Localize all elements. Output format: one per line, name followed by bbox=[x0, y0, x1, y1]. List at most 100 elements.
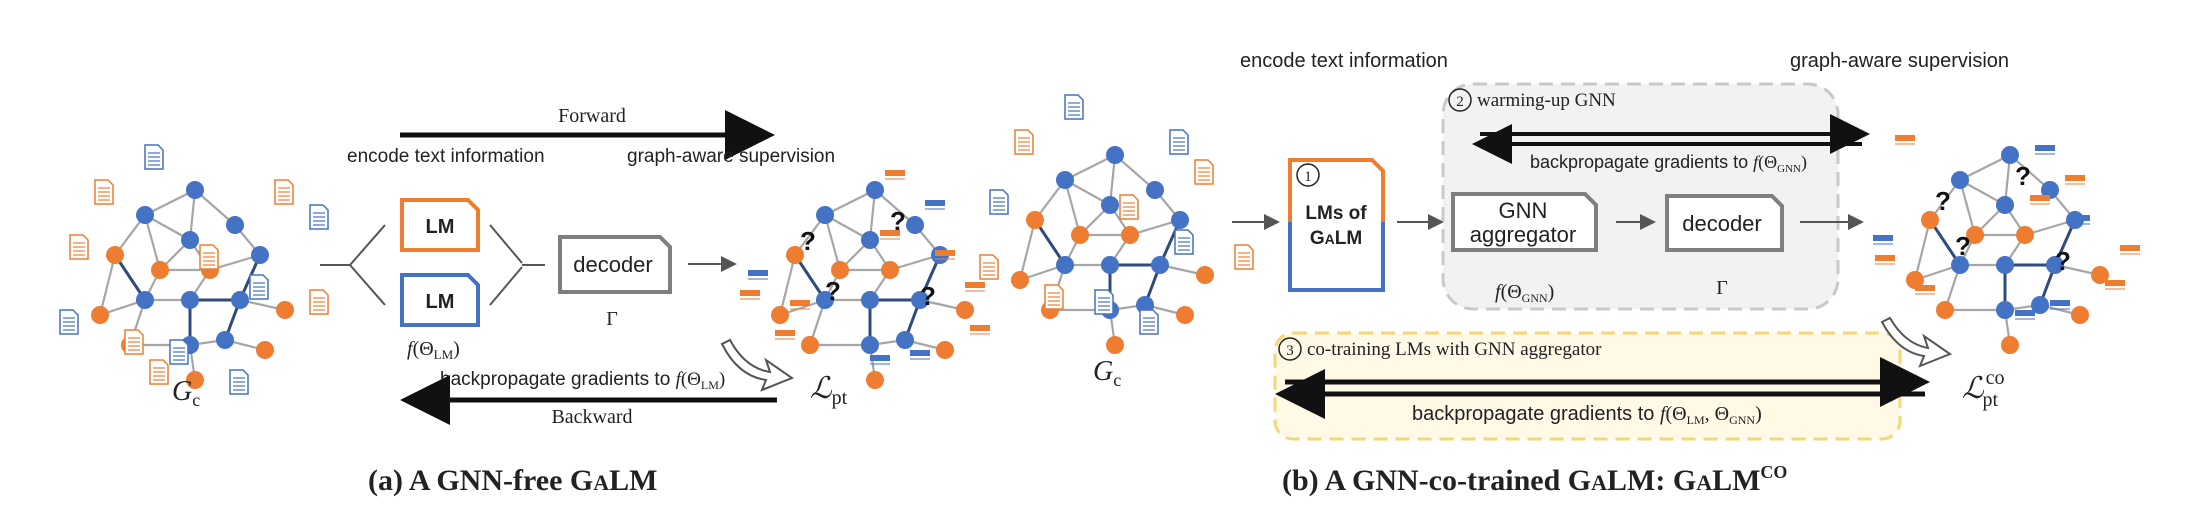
encode-label-a: encode text information bbox=[347, 146, 545, 167]
input-graph-b bbox=[979, 94, 1254, 354]
graph-node bbox=[1196, 266, 1214, 284]
graph-edge bbox=[824, 189, 876, 216]
graph-node bbox=[1151, 256, 1169, 274]
label-tag-icon bbox=[880, 230, 900, 240]
graph-node bbox=[231, 291, 249, 309]
label-tag-icon bbox=[935, 250, 955, 260]
label-tag-icon bbox=[775, 330, 795, 340]
graph-node bbox=[186, 181, 204, 199]
graph-node bbox=[936, 341, 954, 359]
document-icon bbox=[229, 369, 249, 395]
document-icon bbox=[979, 254, 999, 280]
graph-node bbox=[1071, 226, 1089, 244]
graph-node bbox=[911, 291, 929, 309]
backprop-gnn-label: backpropagate gradients to f(ΘGNN) bbox=[1530, 152, 1807, 175]
graph-node bbox=[866, 181, 884, 199]
graph-node bbox=[881, 261, 899, 279]
document-icon bbox=[1139, 309, 1159, 335]
graph-node bbox=[1176, 306, 1194, 324]
document-icon bbox=[1064, 94, 1084, 120]
label-tag-icon bbox=[2120, 245, 2140, 255]
step2-num: 2 bbox=[1456, 94, 1464, 110]
decoder-box-b: decoder bbox=[1665, 194, 1784, 252]
step2-badge bbox=[1448, 88, 1472, 112]
label-tag-icon bbox=[2105, 280, 2125, 290]
backward-label: Backward bbox=[551, 406, 632, 428]
graph-label-b: Gc bbox=[1093, 356, 1121, 390]
merge-arrow-a bbox=[489, 224, 545, 306]
label-tag-icon bbox=[2035, 145, 2055, 155]
label-tag-icon bbox=[790, 300, 810, 310]
graph-node bbox=[1936, 301, 1954, 319]
graph-node bbox=[251, 246, 269, 264]
graph-node bbox=[2091, 266, 2109, 284]
graph-node bbox=[2001, 146, 2019, 164]
unknown-label-mark: ? bbox=[890, 206, 906, 236]
gnn-aggregator-box: GNN aggregator bbox=[1451, 192, 1598, 252]
decoder-box-a: decoder bbox=[558, 235, 672, 294]
graph-node bbox=[831, 261, 849, 279]
supervision-label-b: graph-aware supervision bbox=[1790, 50, 2009, 72]
graph-node bbox=[1101, 256, 1119, 274]
graph-node bbox=[1106, 146, 1124, 164]
graph-node bbox=[1146, 181, 1164, 199]
input-graph-a bbox=[59, 144, 329, 395]
graph-node bbox=[151, 261, 169, 279]
label-tag-icon bbox=[748, 270, 768, 280]
step3-num: 3 bbox=[1286, 343, 1294, 359]
graph-edge bbox=[778, 254, 797, 316]
document-icon bbox=[309, 204, 329, 230]
backprop-all-label: backpropagate gradients to f(ΘLM, ΘGNN) bbox=[1412, 403, 1762, 427]
graph-node bbox=[186, 371, 204, 389]
label-tag-icon bbox=[1875, 255, 1895, 265]
graph-edge bbox=[1018, 219, 1037, 281]
label-tag-icon bbox=[1873, 235, 1893, 245]
caption-b: (b) A GNN-co-trained GALM: GALMCO bbox=[1282, 462, 1787, 497]
unknown-label-mark: ? bbox=[800, 226, 816, 256]
graph-node bbox=[2001, 336, 2019, 354]
step3-badge bbox=[1278, 337, 1302, 361]
gnn-label-line1: GNN bbox=[1499, 198, 1548, 223]
graph-edge bbox=[1928, 219, 1962, 266]
graph-node bbox=[2046, 256, 2064, 274]
lm-label-2: LM bbox=[426, 291, 455, 313]
graph-node bbox=[786, 246, 804, 264]
step2-label: warming-up GNN bbox=[1477, 90, 1616, 111]
f-lm-label: f(ΘLM) bbox=[407, 338, 460, 362]
split-arrow-a bbox=[320, 224, 386, 306]
graph-node bbox=[1951, 256, 1969, 274]
label-tag-icon bbox=[870, 355, 890, 365]
graph-node bbox=[896, 331, 914, 349]
graph-node bbox=[816, 291, 834, 309]
unknown-label-mark: ? bbox=[1955, 231, 1971, 261]
backprop-label-a: backpropagate gradients to f(ΘLM) bbox=[440, 369, 725, 392]
document-icon bbox=[69, 234, 89, 260]
document-icon bbox=[1234, 244, 1254, 270]
label-tag-icon bbox=[925, 200, 945, 210]
graph-node bbox=[256, 341, 274, 359]
graph-node bbox=[1996, 301, 2014, 319]
graph-node bbox=[1011, 271, 1029, 289]
label-tag-icon bbox=[2015, 310, 2035, 320]
document-icon bbox=[1119, 194, 1139, 220]
graph-node bbox=[1171, 211, 1189, 229]
loss-arrow-a bbox=[720, 338, 795, 392]
document-icon bbox=[199, 244, 219, 270]
graph-node bbox=[136, 206, 154, 224]
document-icon bbox=[149, 359, 169, 385]
document-icon bbox=[144, 144, 164, 170]
panel-a: Gc LM LM f(ΘLM) decoder bbox=[59, 105, 990, 497]
graph-node bbox=[861, 336, 879, 354]
warming-up-region bbox=[1441, 82, 1840, 311]
graph-node bbox=[181, 231, 199, 249]
graph-node bbox=[2041, 181, 2059, 199]
graph-label-a: Gc bbox=[172, 376, 200, 410]
graph-edge bbox=[1913, 219, 1932, 281]
graph-node bbox=[906, 216, 924, 234]
graph-node bbox=[861, 231, 879, 249]
graph-node bbox=[2016, 226, 2034, 244]
document-icon bbox=[1014, 129, 1034, 155]
graph-node bbox=[771, 306, 789, 324]
label-tag-icon bbox=[740, 290, 760, 300]
